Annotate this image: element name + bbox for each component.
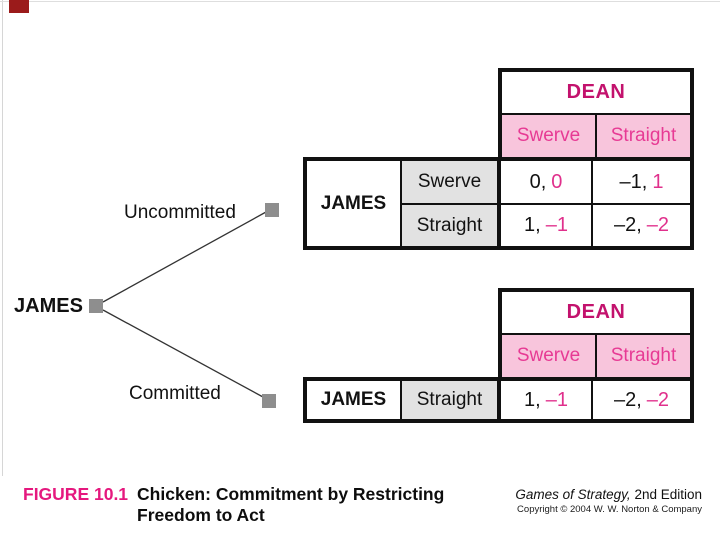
book-edition: 2nd Edition [630,487,702,502]
top-table-column-player-header: DEAN Swerve Straight [498,68,694,157]
tree-node-uncommitted-square [265,203,279,217]
figure-title-line1: Chicken: Commitment by Restricting [137,484,445,504]
payoff-james: 1, [524,214,541,236]
book-title-italic: Games of Strategy, [515,487,631,502]
bottom-table-col-swerve: Swerve [502,335,595,377]
figure-title-line2: Freedom to Act [137,505,265,525]
top-table-column-player-name: DEAN [502,72,690,115]
payoff-cell-straight-swerve: 1, –1 [497,203,591,246]
payoff-dean: –2 [646,214,670,236]
payoff-cell-swerve-swerve: 0, 0 [497,161,591,203]
top-table-row-swerve-label: Swerve [400,161,497,203]
payoff-james: –2, [613,214,642,236]
page-edge-left [2,0,3,476]
payoff-james: –1, [619,170,648,193]
payoff-cell-committed-straight: –2, –2 [591,381,690,419]
top-table-column-strategies: Swerve Straight [502,115,690,157]
tree-branch-committed-line [102,309,264,398]
top-table-body: JAMES Swerve 0, 0 –1, 1 Straight 1, –1 –… [303,157,694,250]
payoff-dean: 0 [551,170,563,193]
tree-branch-label-uncommitted: Uncommitted [124,202,236,223]
figure-number-label: FIGURE 10.1 [23,484,129,504]
payoff-dean: –2 [646,388,670,411]
tree-branch-uncommitted-line [102,211,267,303]
payoff-james: –2, [613,388,642,411]
bottom-table-column-player-header: DEAN Swerve Straight [498,288,694,377]
book-title-line: Games of Strategy, 2nd Edition [515,487,702,502]
top-table-col-straight: Straight [595,115,690,157]
top-table-col-swerve: Swerve [502,115,595,157]
bottom-table-row-straight-label: Straight [400,381,497,419]
top-table-row-straight-label: Straight [400,203,497,246]
figure-title: Chicken: Commitment by Restricting Freed… [137,484,444,526]
payoff-dean: –1 [545,388,568,411]
payoff-cell-committed-swerve: 1, –1 [497,381,591,419]
payoff-cell-straight-straight: –2, –2 [591,203,690,246]
bottom-table-column-player-name: DEAN [502,292,690,335]
copyright-line: Copyright © 2004 W. W. Norton & Company [517,504,702,515]
payoff-james: 0, [529,170,547,193]
payoff-cell-swerve-straight: –1, 1 [591,161,690,203]
bottom-table-column-strategies: Swerve Straight [502,335,690,377]
payoff-dean: 1 [652,170,664,193]
tree-node-root-square [89,299,103,313]
figure-caption: FIGURE 10.1 Chicken: Commitment by Restr… [23,484,444,526]
payoff-james: 1, [524,388,541,411]
bottom-table-body: JAMES Straight 1, –1 –2, –2 [303,377,694,423]
top-table-row-player-name: JAMES [307,161,400,246]
book-credits: Games of Strategy, 2nd Edition Copyright… [515,487,702,515]
page-edge-top [0,1,720,2]
slide-accent-mark [9,0,29,13]
bottom-table-row-player-name: JAMES [307,381,400,419]
tree-node-committed-square [262,394,276,408]
payoff-dean: –1 [545,214,568,236]
bottom-table-col-straight: Straight [595,335,690,377]
tree-root-label: JAMES [14,295,83,317]
tree-branch-label-committed: Committed [129,383,221,404]
